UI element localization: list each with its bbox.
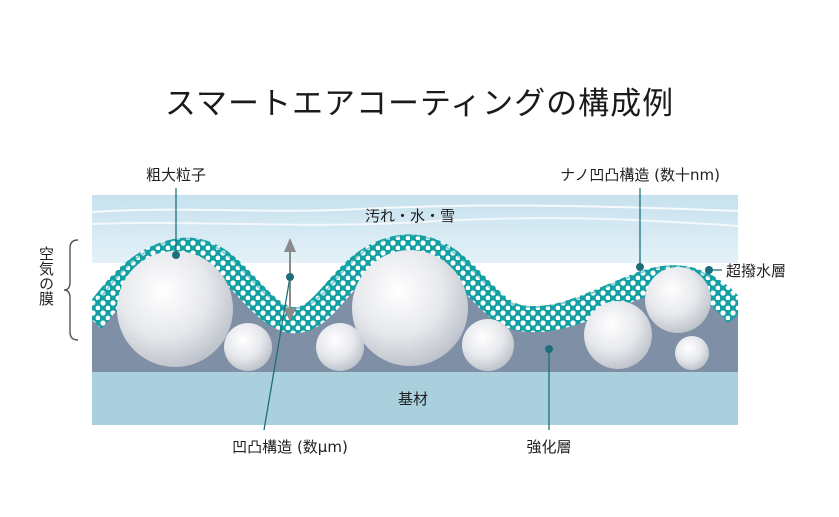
air-film-brace <box>63 239 79 341</box>
label-superhydrophobic-layer: 超撥水層 <box>726 262 786 280</box>
leader-dot <box>705 266 713 274</box>
label-air-film: 空気の膜 <box>37 246 55 307</box>
water-wave-line <box>92 204 738 213</box>
leader-dot <box>636 263 644 271</box>
coarse-particle <box>352 250 468 366</box>
small-particle <box>316 323 364 371</box>
label-dirt-water-snow: 汚れ・水・雪 <box>365 207 455 225</box>
label-micro-structure: 凹凸構造 (数μm) <box>232 438 348 456</box>
coating-top-edge <box>92 234 738 310</box>
label-reinforcement-layer: 強化層 <box>526 438 571 456</box>
label-substrate: 基材 <box>398 390 428 408</box>
arrow-head-up <box>284 238 296 252</box>
small-particle <box>224 323 272 371</box>
label-coarse-particles: 粗大粒子 <box>146 166 206 184</box>
medium-particle <box>584 301 652 369</box>
leader-dot <box>172 251 180 259</box>
water-wave-line <box>92 217 738 227</box>
diagram-title: スマートエアコーティングの構成例 <box>164 86 675 122</box>
medium-particle <box>645 267 711 333</box>
substrate-layer <box>92 372 738 425</box>
coarse-particle <box>117 251 233 367</box>
arrow-head-down <box>284 308 296 322</box>
leader-line <box>263 276 291 431</box>
leader-dot <box>545 345 553 353</box>
small-particle <box>675 336 709 370</box>
label-nano-structure: ナノ凹凸構造 (数十nm) <box>560 166 720 184</box>
small-particle <box>462 319 514 371</box>
